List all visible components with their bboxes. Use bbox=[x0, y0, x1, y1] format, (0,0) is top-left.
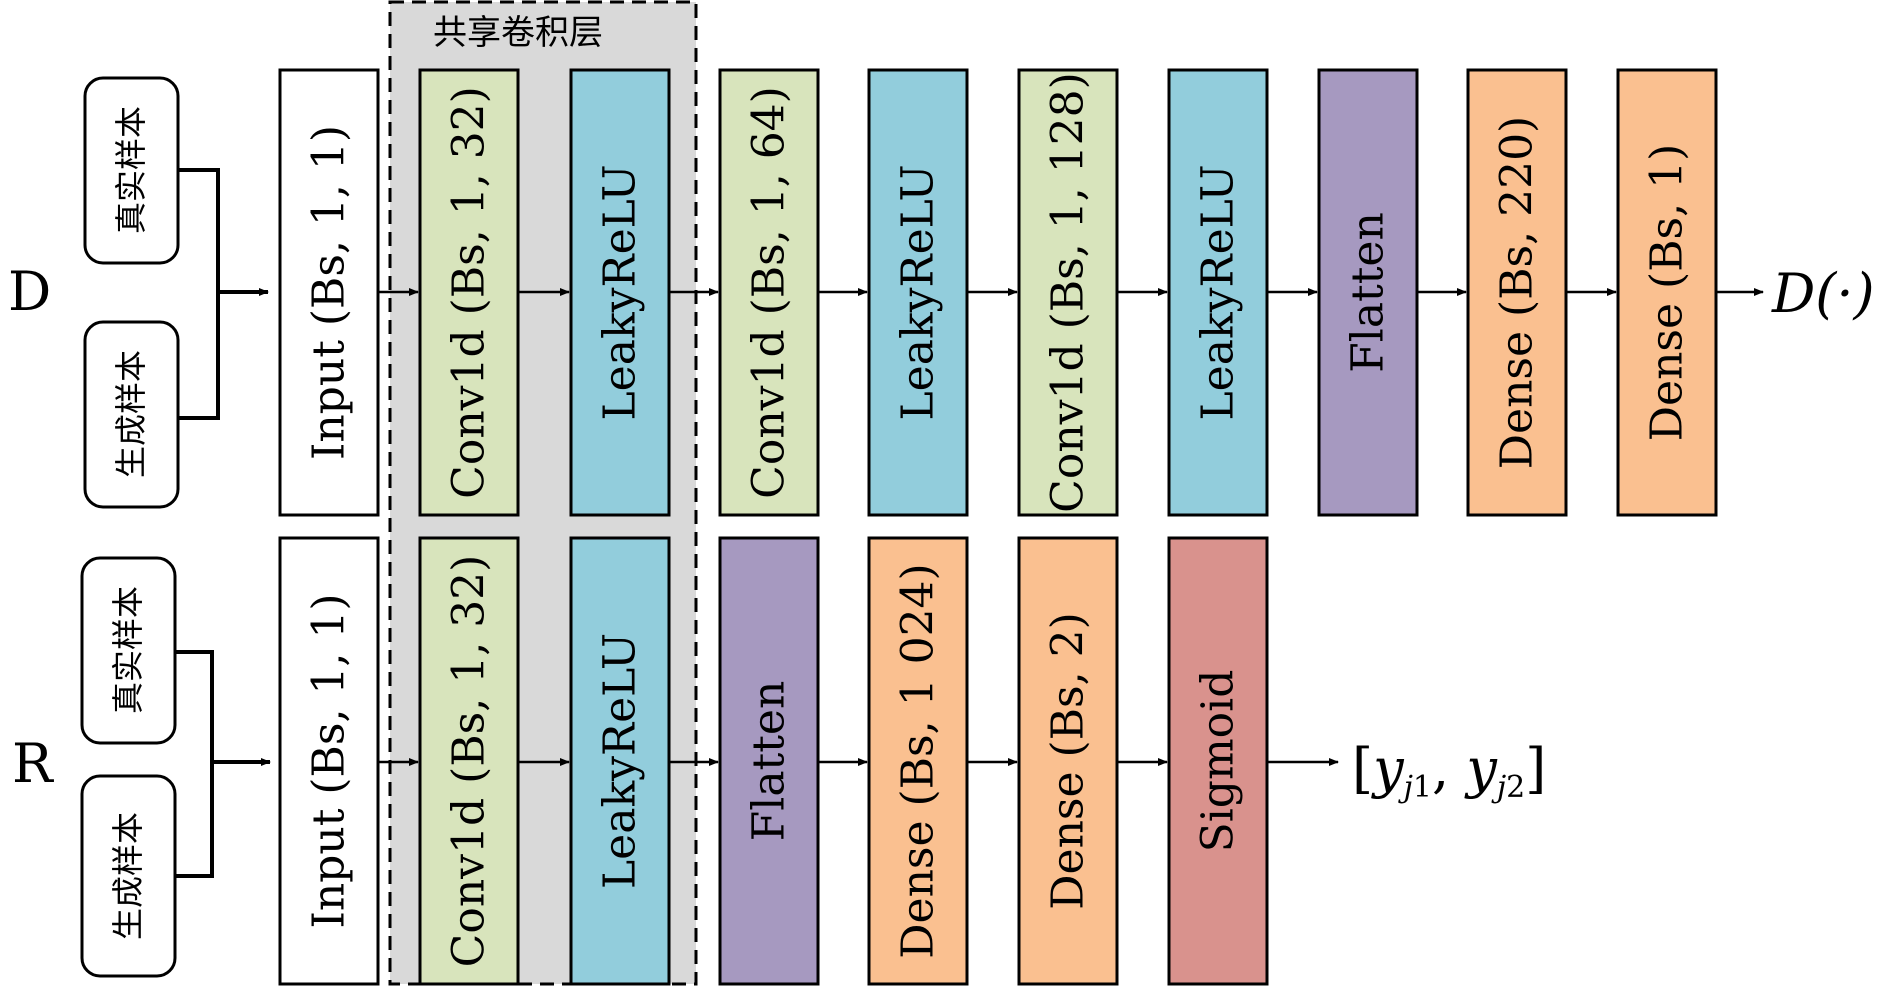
shared-conv-label: 共享卷积层 bbox=[433, 13, 603, 53]
layer-label-d-8: Dense (Bs, 220) bbox=[1492, 116, 1543, 469]
source-fake-r-label: 生成样本 bbox=[109, 812, 147, 940]
layer-box-r-0 bbox=[278, 536, 380, 986]
layer-label-d-3: Conv1d (Bs, 1, 64) bbox=[744, 86, 795, 499]
row-label-d: D bbox=[8, 260, 51, 323]
source-fake-d bbox=[83, 320, 180, 509]
layer-label-d-5: Conv1d (Bs, 1, 128) bbox=[1043, 72, 1094, 513]
layer-label-r-1: Conv1d (Bs, 1, 32) bbox=[444, 555, 495, 968]
layer-box-r-6 bbox=[1167, 536, 1269, 986]
source-real-d-label: 真实样本 bbox=[112, 106, 150, 234]
layer-label-r-4: Dense (Bs, 1 024) bbox=[893, 563, 944, 958]
merge-bracket-r bbox=[175, 650, 270, 878]
layer-box-r-3 bbox=[718, 536, 820, 986]
layer-label-d-9: Dense (Bs, 1) bbox=[1642, 144, 1693, 441]
layer-box-r-2 bbox=[569, 536, 671, 986]
output-r: [yj1, yj2] bbox=[1352, 737, 1546, 805]
layer-box-d-8 bbox=[1466, 68, 1568, 517]
row-r: R 真实样本 生成样本 Input (Bs, 1, 1) Conv1d (Bs, … bbox=[12, 536, 1546, 986]
layer-box-r-4 bbox=[867, 536, 969, 986]
layer-label-r-5: Dense (Bs, 2) bbox=[1043, 612, 1094, 909]
source-fake-d-label: 生成样本 bbox=[112, 350, 150, 478]
row-d: D 真实样本 生成样本 Input (Bs, 1, 1) Conv1d (Bs, … bbox=[8, 68, 1875, 517]
layer-box-d-7 bbox=[1317, 68, 1419, 517]
layer-box-d-6 bbox=[1167, 68, 1269, 517]
layer-box-d-5 bbox=[1017, 68, 1119, 517]
layer-label-d-6: LeakyReLU bbox=[1193, 164, 1244, 420]
layer-label-d-7: Flatten bbox=[1343, 212, 1394, 373]
layer-box-r-1 bbox=[418, 536, 520, 986]
layer-label-r-0: Input (Bs, 1, 1) bbox=[304, 593, 355, 928]
source-real-r-label: 真实样本 bbox=[109, 586, 147, 714]
layer-label-r-2: LeakyReLU bbox=[595, 633, 646, 889]
layer-box-d-4 bbox=[867, 68, 969, 517]
row-label-r: R bbox=[12, 732, 54, 795]
layer-box-d-3 bbox=[718, 68, 820, 517]
layer-box-r-5 bbox=[1017, 536, 1119, 986]
layer-label-r-6: Sigmoid bbox=[1193, 670, 1244, 853]
layer-label-r-3: Flatten bbox=[744, 681, 795, 842]
output-d: D(·) bbox=[1771, 262, 1875, 325]
merge-bracket-d bbox=[178, 168, 268, 420]
layer-box-d-2 bbox=[569, 68, 671, 517]
layer-label-d-2: LeakyReLU bbox=[595, 164, 646, 420]
layer-label-d-1: Conv1d (Bs, 1, 32) bbox=[444, 86, 495, 499]
layer-label-d-0: Input (Bs, 1, 1) bbox=[304, 125, 355, 460]
layer-label-d-4: LeakyReLU bbox=[893, 164, 944, 420]
layer-box-d-0 bbox=[278, 68, 380, 517]
